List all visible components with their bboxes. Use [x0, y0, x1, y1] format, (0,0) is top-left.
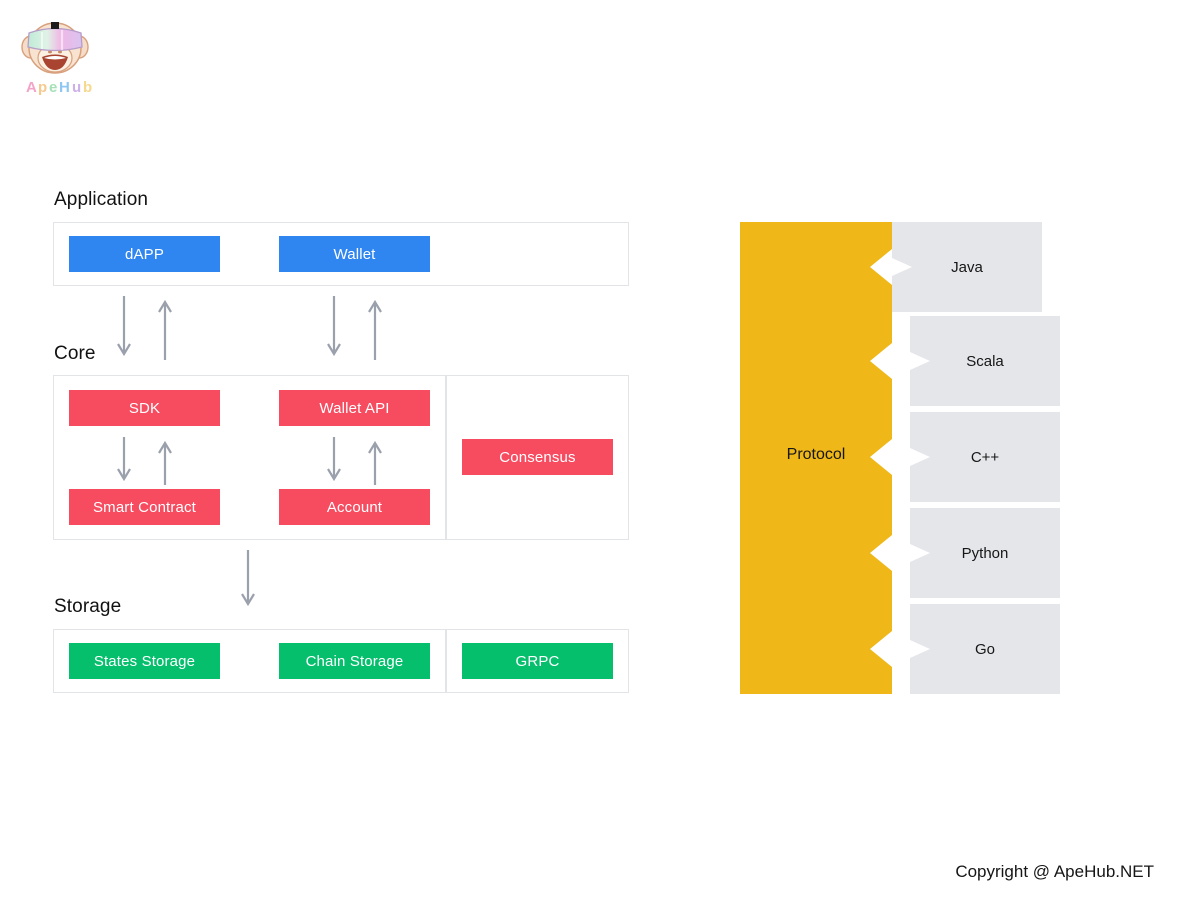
arrow-up-icon: [155, 437, 175, 485]
svg-text:p: p: [38, 79, 47, 96]
section-title-application: Application: [54, 189, 149, 210]
arrow-down-icon: [114, 296, 134, 360]
chip-states-storage[interactable]: States Storage: [69, 643, 220, 679]
protocol-block[interactable]: [740, 222, 892, 694]
arrow-down-icon: [114, 437, 134, 485]
arrow-down-icon: [238, 550, 258, 610]
svg-text:A: A: [26, 79, 37, 96]
chip-wallet[interactable]: Wallet: [279, 236, 430, 272]
language-label-java: Java: [951, 258, 983, 276]
chip-account[interactable]: Account: [279, 489, 430, 525]
footer-copyright: Copyright @ ApeHub.NET: [955, 862, 1154, 881]
svg-text:H: H: [59, 79, 70, 96]
arrow-down-icon: [324, 296, 344, 360]
chip-wallet-api[interactable]: Wallet API: [279, 390, 430, 426]
language-box-cpp[interactable]: C++: [910, 412, 1060, 502]
apehub-ape-vr-logo-icon: A p e H u b: [21, 22, 92, 96]
language-box-scala[interactable]: Scala: [910, 316, 1060, 406]
chip-sdk[interactable]: SDK: [69, 390, 220, 426]
chip-smart-contract[interactable]: Smart Contract: [69, 489, 220, 525]
svg-text:u: u: [72, 79, 81, 96]
svg-text:e: e: [49, 79, 57, 96]
arrow-up-icon: [365, 437, 385, 485]
language-label-cpp: C++: [970, 448, 1000, 466]
language-box-python[interactable]: Python: [910, 508, 1060, 598]
svg-text:b: b: [83, 79, 92, 96]
language-box-go[interactable]: Go: [910, 604, 1060, 694]
arrow-up-icon: [155, 296, 175, 360]
language-box-java[interactable]: Java: [892, 222, 1042, 312]
arrow-up-icon: [365, 296, 385, 360]
language-label-scala: Scala: [966, 352, 1004, 370]
chip-chain-storage[interactable]: Chain Storage: [279, 643, 430, 679]
apehub-logo: A p e H u b: [18, 16, 106, 96]
chip-dapp[interactable]: dAPP: [69, 236, 220, 272]
protocol-label: Protocol: [786, 446, 846, 463]
chip-consensus[interactable]: Consensus: [462, 439, 613, 475]
section-title-storage: Storage: [54, 596, 122, 617]
arrow-down-icon: [324, 437, 344, 485]
section-title-core: Core: [54, 343, 96, 364]
language-label-python: Python: [961, 544, 1009, 562]
language-label-go: Go: [974, 640, 995, 658]
chip-grpc[interactable]: GRPC: [462, 643, 613, 679]
